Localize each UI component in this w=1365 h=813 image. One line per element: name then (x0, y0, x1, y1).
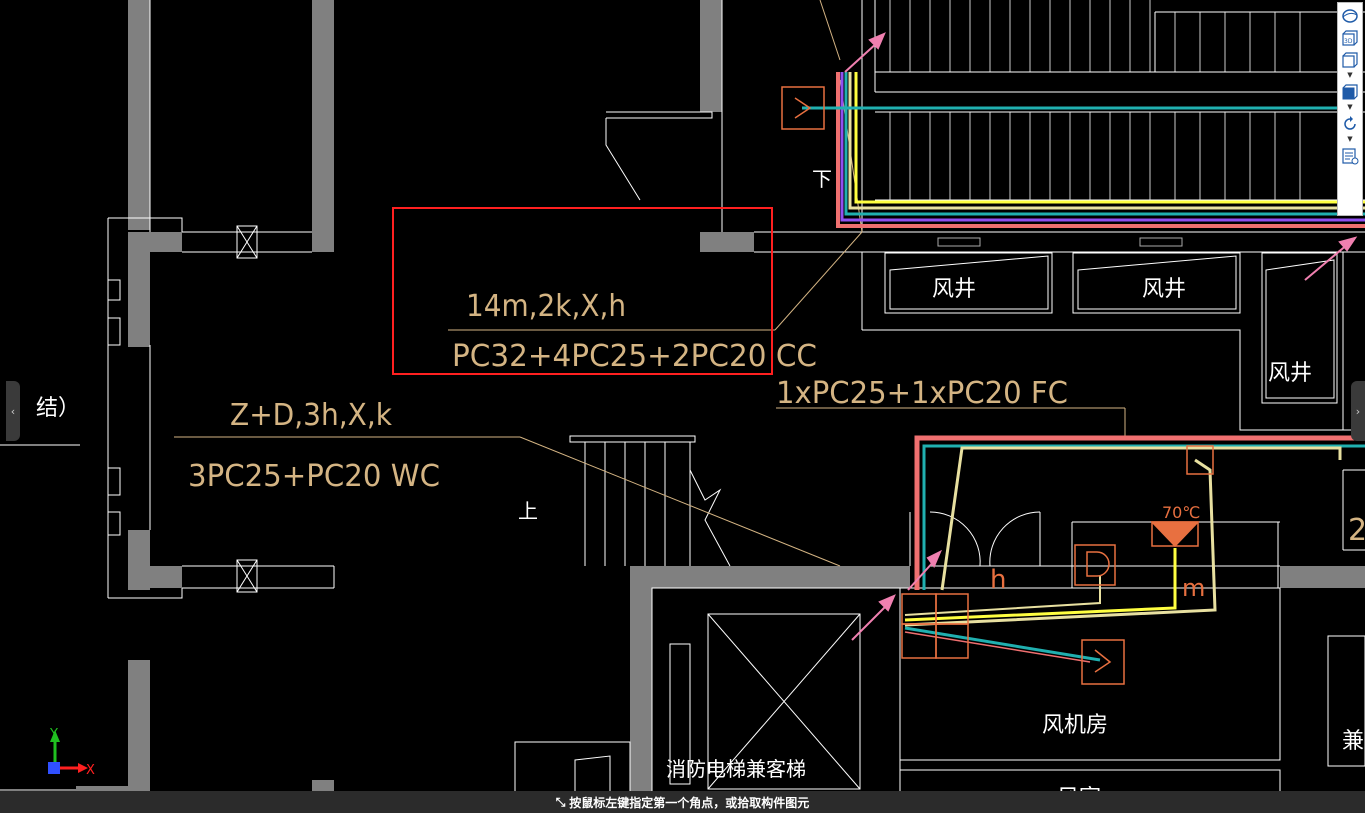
right-partial-number: 2 (1348, 513, 1365, 548)
cable-spec-1-line2: PC32+4PC25+2PC20 CC (452, 339, 817, 374)
fan-room-label: 风机房 (1042, 713, 1108, 738)
electrical-devices (781, 86, 1214, 685)
fire-elevator-label: 消防电梯兼客梯 (666, 757, 806, 781)
m-mark: m (1182, 574, 1205, 602)
chevron-down-icon[interactable]: ▼ (1347, 103, 1353, 111)
svg-text:3D: 3D (1344, 38, 1353, 45)
direction-arrows (844, 32, 1358, 641)
pipe-routes (802, 72, 1365, 663)
shaft-label-1: 风井 (932, 277, 976, 302)
select-cursor-icon: ⤡ (555, 794, 566, 809)
view-toolbar: 3D ▼ ▼ ▼ (1337, 2, 1363, 216)
stair-up-label: 上 (518, 499, 538, 523)
3d-view-icon[interactable]: 3D (1339, 27, 1361, 49)
solid-box-icon[interactable] (1339, 81, 1361, 103)
window-symbols (236, 225, 258, 593)
cable-spec-3-line2: 3PC25+PC20 WC (188, 459, 440, 494)
left-partial-label: 结） (36, 396, 80, 421)
left-panel-toggle[interactable]: ‹ (6, 381, 20, 441)
chevron-down-icon[interactable]: ▼ (1347, 135, 1353, 143)
rotate-icon[interactable] (1339, 113, 1361, 135)
box-view-icon[interactable] (1339, 49, 1361, 71)
sphere-view-icon[interactable] (1339, 5, 1361, 27)
y-axis-label: Y (49, 727, 58, 742)
status-prompt: 按鼠标左键指定第一个角点，或拾取构件图元 (569, 795, 810, 810)
h-mark: h (990, 565, 1006, 595)
status-bar: ⤡ 按鼠标左键指定第一个角点，或拾取构件图元 (0, 791, 1365, 813)
cable-spec-2: 1xPC25+1xPC20 FC (776, 376, 1068, 411)
cable-spec-1-line1: 14m,2k,X,h (466, 289, 626, 324)
properties-icon[interactable] (1339, 145, 1361, 167)
selection-rectangle[interactable] (392, 207, 773, 375)
stair-down-label: 下 (812, 167, 832, 191)
chevron-down-icon[interactable]: ▼ (1347, 71, 1353, 79)
temp-label: 70℃ (1162, 503, 1200, 522)
right-panel-toggle[interactable]: › (1351, 381, 1365, 441)
right-partial-text: 兼石 (1342, 729, 1365, 754)
x-axis-label: X (86, 763, 95, 778)
cable-spec-3-line1: Z+D,3h,X,k (230, 398, 393, 433)
shaft-label-3: 风井 (1268, 361, 1312, 386)
shaft-label-2: 风井 (1142, 277, 1186, 302)
ucs-axis-icon: Y X (48, 727, 95, 778)
